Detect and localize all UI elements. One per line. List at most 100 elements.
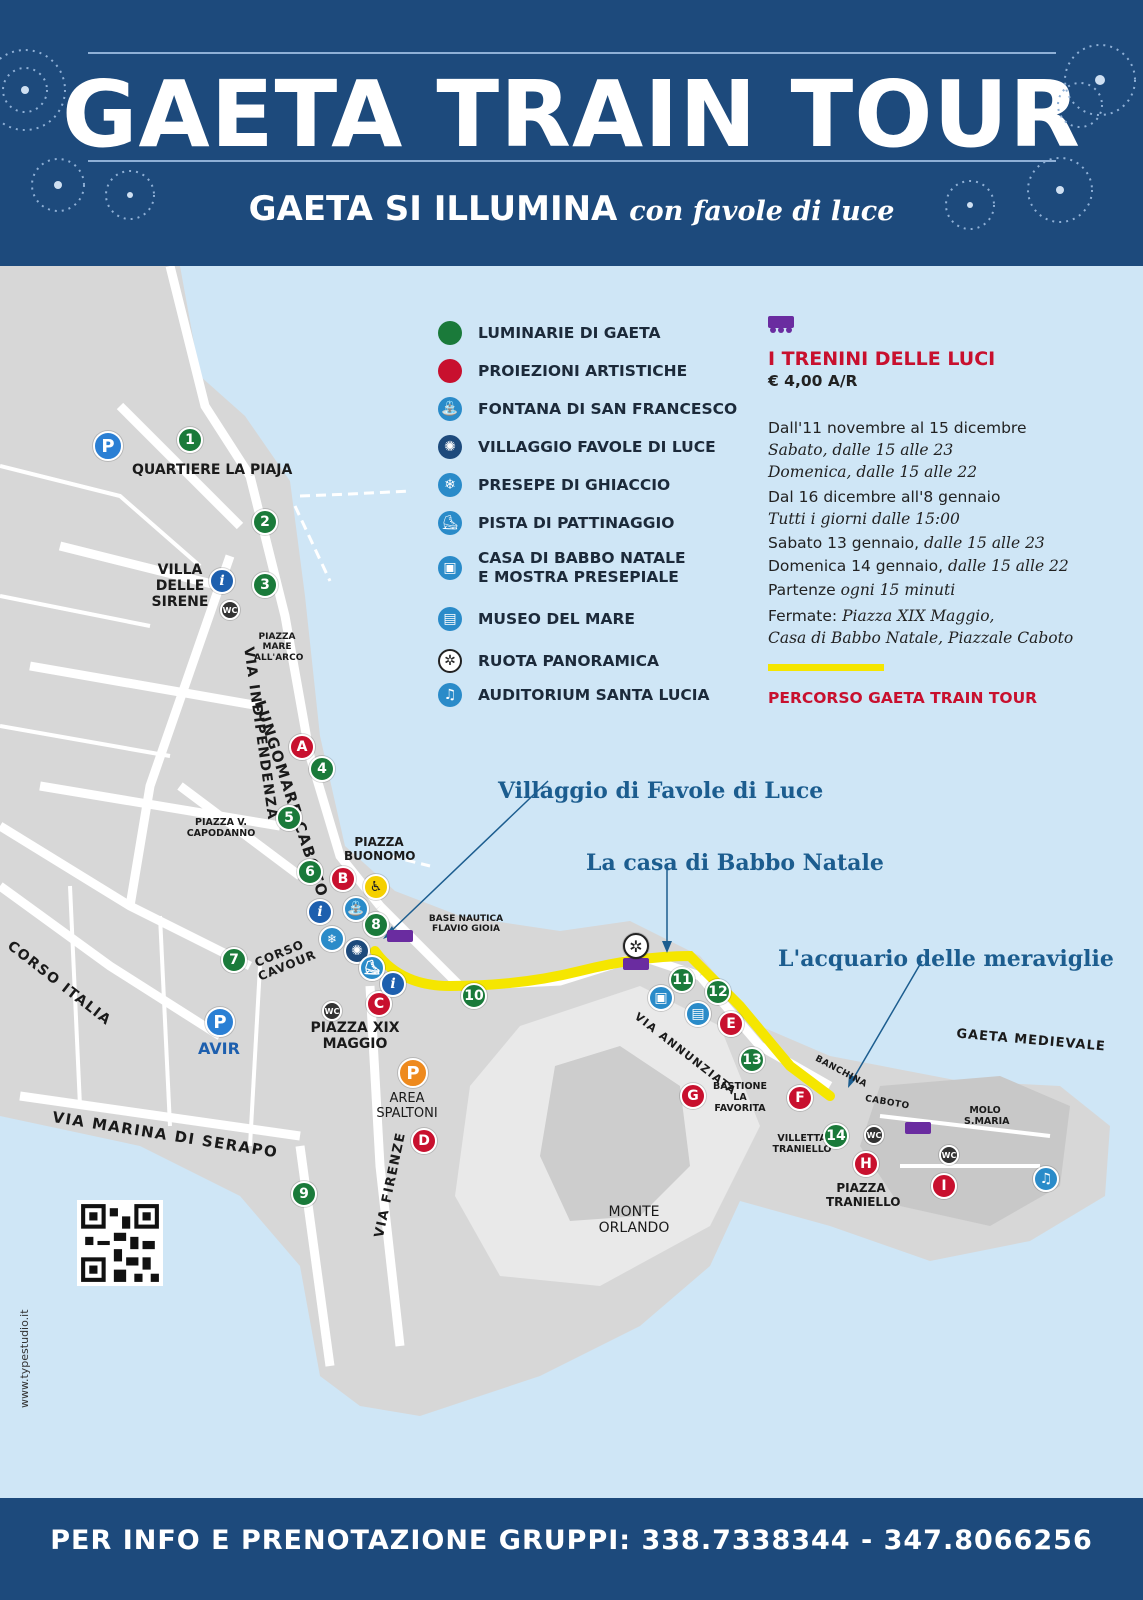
- bus-icon: ▣: [438, 556, 462, 580]
- info-icon[interactable]: i: [307, 899, 333, 925]
- wc-icon: WC: [939, 1145, 959, 1165]
- parking-icon-avir[interactable]: P: [205, 1007, 235, 1037]
- marker-6[interactable]: 6: [297, 859, 323, 885]
- subtitle-main: GAETA SI ILLUMINA: [248, 189, 618, 229]
- schedule-line: Fermate: Piazza XIX Maggio,: [768, 607, 995, 625]
- minor-roads: [0, 464, 1051, 1168]
- header-rule-top: [88, 52, 1056, 54]
- marker-D[interactable]: D: [411, 1128, 437, 1154]
- place-label: AVIR: [198, 1039, 240, 1058]
- wc-icon: WC: [220, 600, 240, 620]
- marker-2[interactable]: 2: [252, 509, 278, 535]
- schedule-line: Domenica 14 gennaio, dalle 15 alle 22: [768, 557, 1069, 575]
- train-route-line: [370, 946, 835, 1101]
- marker-10[interactable]: 10: [461, 983, 487, 1009]
- marker-1[interactable]: 1: [177, 427, 203, 453]
- legend-item: ▣CASA DI BABBO NATALE E MOSTRA PRESEPIAL…: [438, 548, 698, 588]
- marker-G[interactable]: G: [680, 1083, 706, 1109]
- place-label: PIAZZA TRANIELLO: [826, 1181, 901, 1209]
- marker-5[interactable]: 5: [276, 805, 302, 831]
- marker-B[interactable]: B: [330, 866, 356, 892]
- marker-14[interactable]: 14: [823, 1123, 849, 1149]
- schedule-line: Tutti i giorni dalle 15:00: [768, 510, 960, 528]
- trains-title: I TRENINI DELLE LUCI: [768, 348, 996, 370]
- skate-icon: ⛸: [438, 511, 462, 535]
- route-legend-swatch: [768, 664, 884, 671]
- parking-icon-spaltoni[interactable]: P: [398, 1058, 428, 1088]
- marker-3[interactable]: 3: [252, 572, 278, 598]
- page-title: GAETA TRAIN TOUR: [62, 61, 1081, 168]
- trains-price: € 4,00 A/R: [768, 372, 858, 390]
- legend-item: LUMINARIE DI GAETA: [438, 318, 660, 348]
- schedule-line: Dal 16 dicembre all'8 gennaio: [768, 488, 1001, 506]
- marker-11[interactable]: 11: [669, 967, 695, 993]
- green-dot-icon: [438, 321, 462, 345]
- schedule-line: Casa di Babbo Natale, Piazzale Caboto: [768, 629, 1074, 647]
- marker-7[interactable]: 7: [221, 947, 247, 973]
- marker-I[interactable]: I: [931, 1173, 957, 1199]
- qr-code[interactable]: [77, 1200, 163, 1286]
- schedule-line: Sabato, dalle 15 alle 23: [768, 441, 954, 459]
- callout-villaggio: Villaggio di Favole di Luce: [498, 778, 824, 804]
- legend-item: ✲RUOTA PANORAMICA: [438, 646, 659, 676]
- marker-12[interactable]: 12: [705, 979, 731, 1005]
- fireworks-decoration: [0, 44, 1136, 230]
- book-icon: ▤: [438, 607, 462, 631]
- legend-item: ⛸PISTA DI PATTINAGGIO: [438, 508, 674, 538]
- header-banner: GAETA TRAIN TOUR GAETA SI ILLUMINA con f…: [0, 0, 1143, 266]
- place-label: AREA SPALTONI: [376, 1091, 438, 1121]
- sphere-icon: ✺: [438, 435, 462, 459]
- schedule-line: Dall'11 novembre al 15 dicembre: [768, 419, 1027, 437]
- book-icon[interactable]: ▤: [685, 1001, 711, 1027]
- marker-H[interactable]: H: [853, 1151, 879, 1177]
- skate-icon[interactable]: ⛸: [359, 955, 385, 981]
- marker-13[interactable]: 13: [739, 1047, 765, 1073]
- train-stop-icons: [387, 930, 931, 1134]
- footer-contact: PER INFO E PRENOTAZIONE GRUPPI: 338.7338…: [0, 1498, 1143, 1600]
- marker-4[interactable]: 4: [309, 756, 335, 782]
- snowflake-icon[interactable]: ❄: [319, 926, 345, 952]
- pier-lines: [293, 489, 431, 868]
- place-label: PIAZZA V. CAPODANNO: [186, 817, 256, 839]
- bus-icon[interactable]: ▣: [648, 985, 674, 1011]
- fountain-icon[interactable]: ⛲: [343, 896, 369, 922]
- accessible-icon: ♿: [363, 874, 389, 900]
- place-label: MONTE ORLANDO: [598, 1204, 670, 1237]
- parking-icon[interactable]: P: [93, 431, 123, 461]
- callout-acquario: L'acquario delle meraviglie: [778, 946, 1114, 972]
- place-label: QUARTIERE LA PIAJA: [132, 462, 293, 478]
- schedule-line: Partenze ogni 15 minuti: [768, 581, 956, 599]
- fountain-icon: ⛲: [438, 397, 462, 421]
- marker-F[interactable]: F: [787, 1085, 813, 1111]
- page-subtitle: GAETA SI ILLUMINA con favole di luce: [0, 186, 1143, 235]
- info-icon[interactable]: i: [380, 971, 406, 997]
- callout-casa: La casa di Babbo Natale: [586, 850, 884, 876]
- marker-9[interactable]: 9: [291, 1181, 317, 1207]
- snowflake-icon: ❄: [438, 473, 462, 497]
- header-rule-bottom: [88, 160, 1056, 162]
- legend-item: ❄PRESEPE DI GHIACCIO: [438, 470, 670, 500]
- legend-item: ⛲FONTANA DI SAN FRANCESCO: [438, 394, 737, 424]
- wc-icon: WC: [864, 1125, 884, 1145]
- callout-lines: [387, 780, 923, 1082]
- marker-A[interactable]: A: [289, 734, 315, 760]
- music-note-icon[interactable]: ♫: [1033, 1166, 1059, 1192]
- place-label: VILLETTA TRANIELLO: [772, 1133, 832, 1155]
- legend-item: ▤MUSEO DEL MARE: [438, 604, 635, 634]
- credit-text: www.typestudio.it: [18, 1309, 31, 1408]
- place-label: BASE NAUTICA FLAVIO GIOIA: [428, 914, 504, 935]
- place-label: MOLO S.MARIA: [964, 1105, 1010, 1127]
- legend-item: ✺VILLAGGIO FAVOLE DI LUCE: [438, 432, 716, 462]
- place-label: PIAZZA BUONOMO: [344, 835, 416, 863]
- schedule-line: Sabato 13 gennaio, dalle 15 alle 23: [768, 534, 1045, 552]
- legend-train-icon: [768, 316, 794, 333]
- marker-8[interactable]: 8: [363, 912, 389, 938]
- marker-C[interactable]: C: [366, 991, 392, 1017]
- ferris-wheel-icon[interactable]: ✲: [623, 933, 649, 959]
- route-legend-label: PERCORSO GAETA TRAIN TOUR: [768, 689, 1038, 707]
- info-icon[interactable]: i: [209, 568, 235, 594]
- ferris-wheel-icon: ✲: [438, 649, 462, 673]
- place-label: PIAZZA MARE ALL'ARCO: [254, 632, 304, 663]
- marker-E[interactable]: E: [718, 1011, 744, 1037]
- wc-icon: WC: [322, 1001, 342, 1021]
